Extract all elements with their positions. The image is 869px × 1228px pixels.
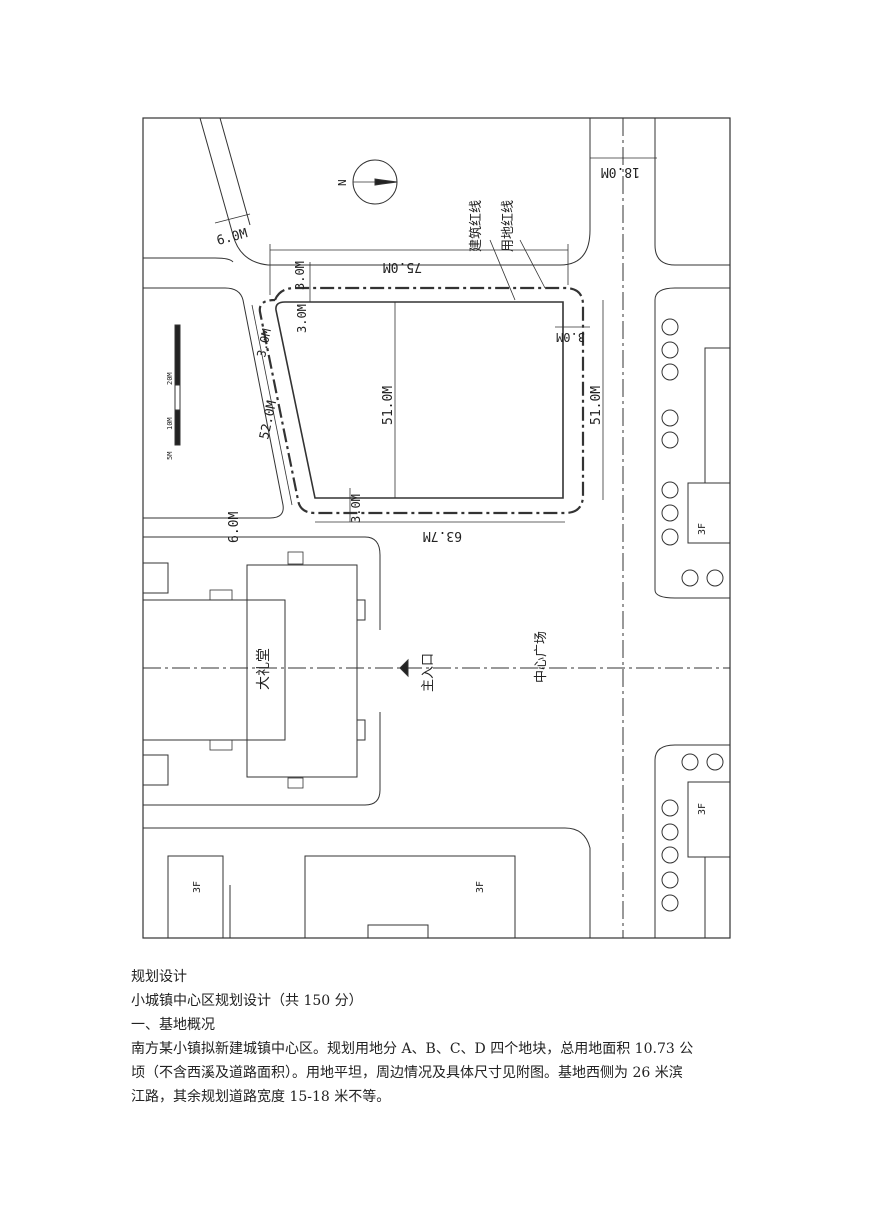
body-line-2: 顷（不含西溪及道路面积）。用地平坦，周边情况及具体尺寸见附图。基地西侧为 26 … <box>131 1065 683 1081</box>
section-heading: 一、基地概况 <box>131 1017 215 1033</box>
label-land-line: 用地红线 <box>500 200 516 252</box>
dim-right-setback: 3.0M <box>556 330 585 344</box>
label-3f: 3F <box>697 523 708 535</box>
dim-right-side: 51.0M <box>589 386 604 425</box>
auditorium-building <box>246 564 358 778</box>
label-3f: 3F <box>475 881 486 893</box>
building-red-line <box>275 301 564 499</box>
dim-top-width: 75.0M <box>383 259 422 274</box>
land-red-line <box>258 286 585 515</box>
label-3f: 3F <box>192 881 203 893</box>
doc-subtitle: 小城镇中心区规划设计（共 150 分） <box>131 993 363 1009</box>
dim-bottom-left-road: 6.0M <box>227 512 242 543</box>
label-auditorium: 大礼堂 <box>256 648 272 690</box>
label-3f: 3F <box>697 803 708 815</box>
site-plan-drawing: 75.0M 18.0M 6.0M 3.0M 3.0M 3.0M 3.0M 52.… <box>142 117 731 939</box>
dim-left-road: 6.0M <box>215 226 249 249</box>
entrance-arrow-icon <box>399 658 409 678</box>
label-central-plaza: 中心广场 <box>534 631 549 683</box>
dim-bottom-width: 63.7M <box>423 528 462 543</box>
scale-label-10m: 10M <box>166 417 174 430</box>
scale-label-5m: 5M <box>166 452 174 460</box>
scale-label-20m: 20M <box>166 372 174 385</box>
dim-right-road: 18.0M <box>601 164 640 179</box>
label-north: N <box>336 179 349 186</box>
dim-inner-height: 51.0M <box>381 386 396 425</box>
body-line-3: 江路，其余规划道路宽度 15-18 米不等。 <box>131 1089 391 1105</box>
label-main-entrance: 主入口 <box>421 653 436 692</box>
dim-left-side: 52.0M <box>257 399 280 441</box>
body-line-1: 南方某小镇拟新建城镇中心区。规划用地分 A、B、C、D 四个地块，总用地面积 1… <box>131 1041 694 1057</box>
dim-left-setback: 3.0M <box>295 304 309 333</box>
label-building-line: 建筑红线 <box>468 200 484 252</box>
dim-left-setback-2: 3.0M <box>254 327 274 358</box>
section-title: 规划设计 <box>131 969 187 985</box>
dim-bottom-setback: 3.0M <box>349 494 363 523</box>
dim-top-setback: 3.0M <box>293 261 307 290</box>
